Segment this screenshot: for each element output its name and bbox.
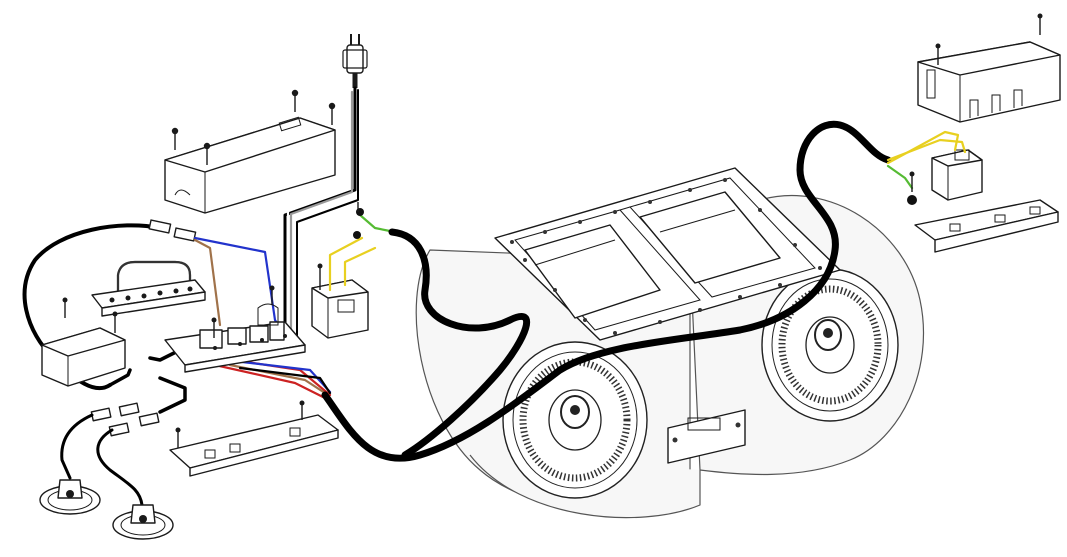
capacitor-box-cover-right (917, 13, 1061, 123)
terminal-block (62, 279, 206, 318)
motor-cable (321, 120, 892, 462)
led-lamp (112, 504, 174, 540)
power-cord (283, 86, 359, 347)
capacitor-left (311, 202, 397, 339)
left-fan-wheel (502, 341, 648, 499)
blower-outlet-flange (494, 167, 841, 341)
transformer (41, 311, 126, 387)
lamp-connectors (90, 402, 160, 437)
base-plate-left (169, 400, 339, 477)
capacitor-right (886, 130, 983, 205)
control-board (164, 285, 306, 373)
cover-screws (171, 89, 336, 165)
right-fan-wheel (761, 268, 899, 422)
control-box-cover (164, 89, 336, 214)
base-plate-right (914, 199, 1059, 253)
motor-mounting-bracket (667, 409, 746, 464)
inline-connector (148, 219, 197, 242)
led-lamp (39, 479, 101, 515)
power-plug (342, 34, 368, 88)
